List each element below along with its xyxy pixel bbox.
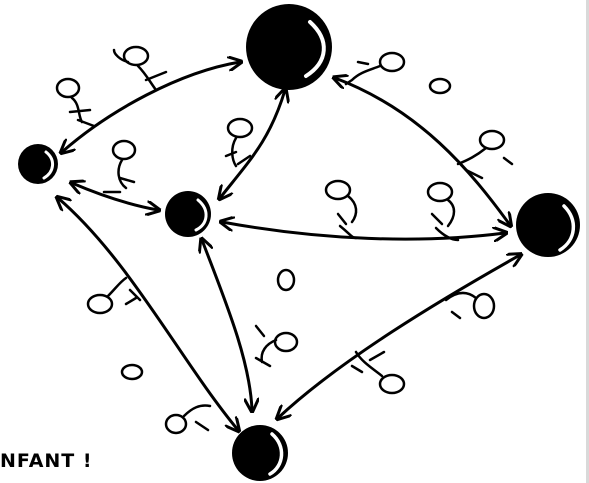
- figure-icon: [112, 45, 168, 92]
- figure-icon: [444, 291, 496, 320]
- figure-icon: [224, 117, 254, 168]
- edge-top-right: [335, 78, 510, 225]
- connection-lines: [58, 62, 520, 430]
- ball-right-icon: [516, 193, 580, 257]
- figure-icon: [254, 324, 299, 368]
- figure-icon: [344, 51, 406, 86]
- ball-center-left-icon: [165, 191, 211, 237]
- edge-centerleft-right: [222, 222, 505, 239]
- figure-icon: [456, 129, 514, 180]
- edge-left-centerleft: [72, 183, 158, 210]
- figure-icon: [276, 268, 296, 292]
- edge-left-bottom: [58, 198, 238, 430]
- figure-icon: [86, 276, 142, 315]
- page-edge: [586, 0, 589, 483]
- figure-icon: [350, 350, 406, 395]
- figure-icon: [324, 179, 358, 240]
- edge-right-bottom: [278, 255, 520, 418]
- figure-icon: [428, 77, 452, 95]
- figure-icon: [164, 404, 212, 435]
- ball-top-icon: [246, 4, 332, 90]
- figure-icon: [426, 181, 460, 242]
- edge-top-left: [62, 62, 240, 152]
- caption-text: NFANT !: [0, 450, 93, 472]
- ball-left-icon: [18, 144, 58, 184]
- figure-icon: [120, 363, 144, 381]
- edge-top-centerleft: [220, 90, 285, 198]
- figure-icon: [55, 77, 96, 128]
- figure-doodles: [55, 45, 514, 435]
- ball-bottom-icon: [232, 425, 288, 481]
- figure-icon: [102, 139, 137, 194]
- edge-centerleft-bottom: [202, 240, 252, 410]
